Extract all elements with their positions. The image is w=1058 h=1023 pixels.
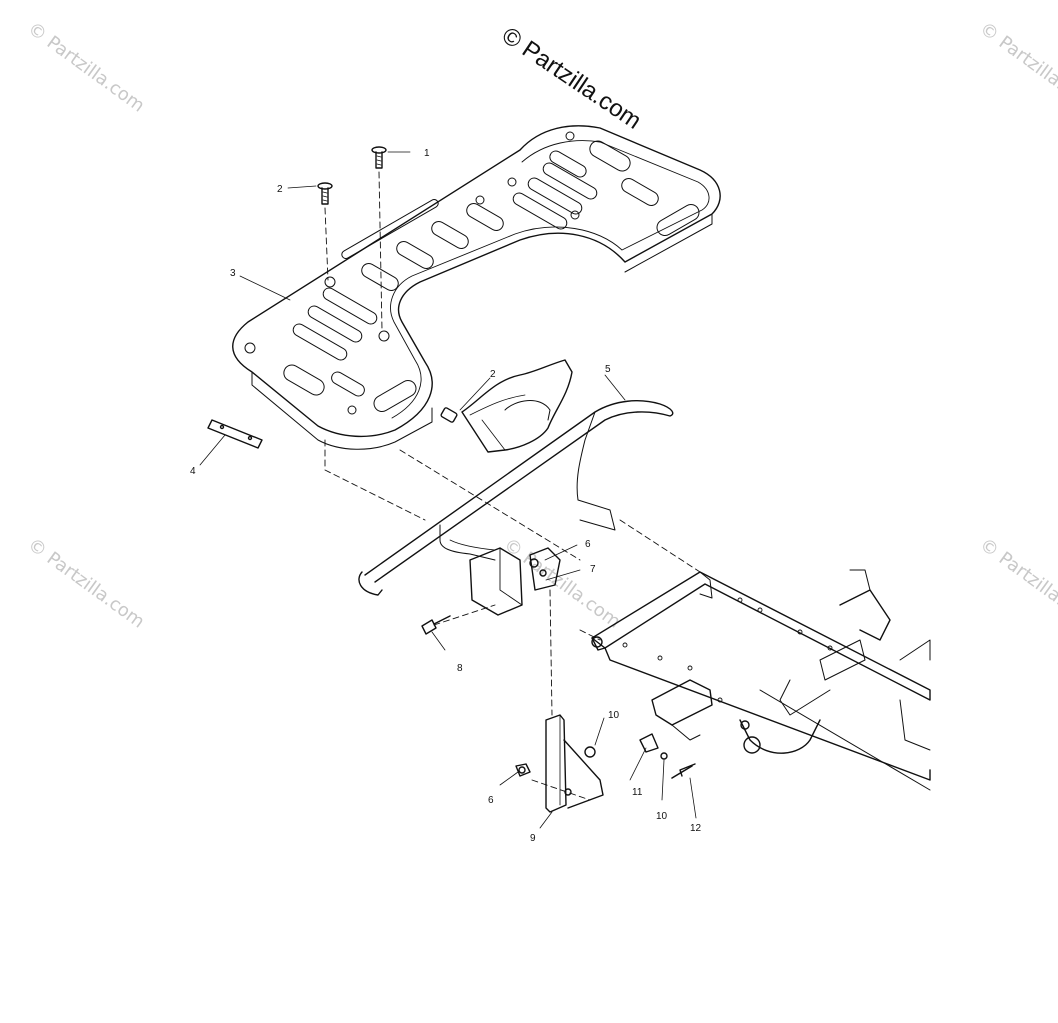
side-bracket xyxy=(545,714,604,813)
screw-1 xyxy=(371,146,387,169)
fender-bracket xyxy=(440,359,573,453)
callout-2-bracket: 2 xyxy=(490,369,496,380)
screw-2 xyxy=(317,182,333,205)
callout-3: 3 xyxy=(230,268,236,279)
callout-9: 9 xyxy=(530,833,536,844)
callout-10-lower: 10 xyxy=(656,811,668,822)
callout-4: 4 xyxy=(190,466,196,477)
callout-12: 12 xyxy=(690,823,702,834)
callout-2-screw: 2 xyxy=(277,184,283,195)
grab-bar xyxy=(358,400,674,596)
nut-6 xyxy=(515,763,531,777)
callout-6-upper: 6 xyxy=(585,539,591,550)
reflector-plate xyxy=(207,419,263,449)
vehicle-frame xyxy=(591,569,931,791)
callout-10-upper: 10 xyxy=(608,710,620,721)
callout-11: 11 xyxy=(632,787,643,798)
bolt-8 xyxy=(421,615,451,635)
callout-7: 7 xyxy=(590,564,596,575)
callout-1: 1 xyxy=(424,148,430,159)
callout-6-lower: 6 xyxy=(488,795,494,806)
callout-8: 8 xyxy=(457,663,463,674)
rear-bracket xyxy=(639,679,713,779)
rear-rack xyxy=(232,125,721,450)
callout-5: 5 xyxy=(605,364,611,375)
mount-bracket xyxy=(469,547,561,616)
